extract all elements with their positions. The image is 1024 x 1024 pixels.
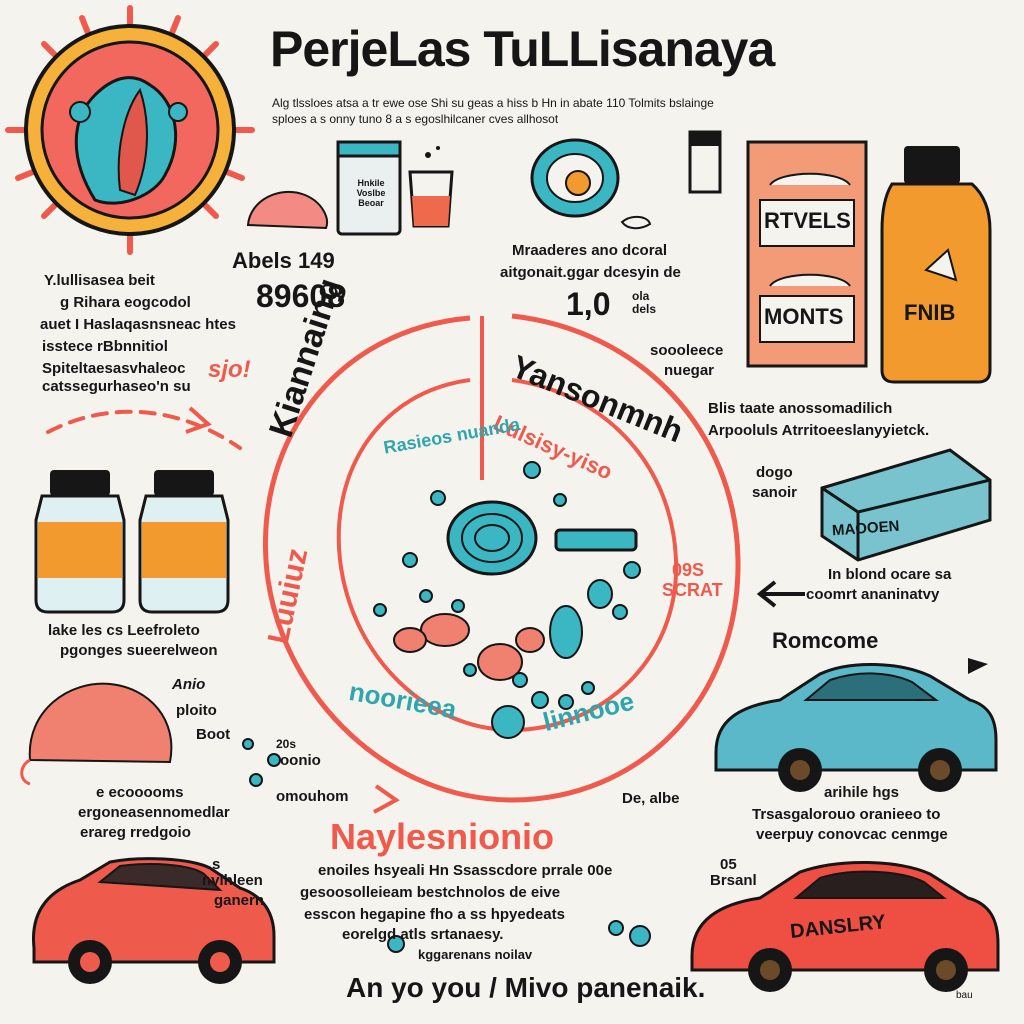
jar-right-icon — [138, 470, 230, 614]
mid-label-2: aitgonait.ggar dcesyin de — [500, 264, 681, 281]
aside-2: ploito — [176, 702, 217, 719]
jar-left-icon — [34, 470, 126, 614]
aside-3: Boot — [196, 726, 231, 743]
aside-1: Anio — [172, 676, 206, 693]
aside-5: oonio — [280, 752, 321, 769]
lower-paragraph-line-1: e ecooooms — [96, 784, 184, 801]
right-note-3: Blis taate anossomadilich — [708, 400, 893, 417]
footer-tagline: An yo you / Mivo panenaik. — [346, 972, 706, 1003]
lower-paragraph-line-2: ergoneasennomedlar — [78, 804, 230, 821]
corner-note: bau — [956, 990, 973, 1001]
right-note-brsan: Brsanl — [710, 872, 757, 889]
can-icon — [336, 140, 402, 236]
mid-label-1: Mraaderes ano dcoral — [512, 242, 668, 259]
left-paragraph-line-6: catssegurhaseo'n su — [42, 378, 191, 395]
code-number: 89608 — [256, 278, 345, 314]
right-note-2: nuegar — [664, 362, 715, 379]
pink-ball-icon — [28, 682, 173, 764]
right-lower-3: veerpuy conovcac cenmge — [756, 826, 948, 843]
right-paragraph-1: In blond ocare sa — [828, 566, 952, 583]
can-label: Hnkile Voslbe Beoar — [356, 178, 386, 208]
cup-icon — [408, 146, 454, 228]
footer-paragraph-line-2: gesoosolleieam bestchnolos de eive — [300, 884, 561, 901]
right-note-1: soooleece — [650, 342, 724, 359]
bar-icon — [554, 528, 638, 552]
bottle-label: FNIB — [904, 300, 956, 325]
ring-word-right-inner-2: SCRAT — [662, 580, 723, 600]
virus-icon — [5, 5, 255, 255]
left-paragraph-line-3: auet I Haslaqasnsneac htes — [40, 316, 236, 333]
ring-arrow-icon — [373, 784, 400, 814]
left-paragraph-line-4: isstece rBbnnitiol — [42, 338, 168, 355]
mid-small: ola dels — [632, 289, 657, 316]
red-car-right-icon — [690, 861, 1000, 992]
dogo-1: dogo — [756, 464, 793, 481]
teal-car-icon — [714, 662, 998, 792]
left-paragraph-line-2: g Rihara eogcodol — [60, 294, 191, 311]
car-note-3: ganern — [214, 892, 265, 909]
plate-icon — [530, 138, 652, 230]
tube-icon — [688, 130, 722, 194]
aside-6: omouhom — [276, 788, 349, 805]
aside-4: 20s — [276, 737, 297, 751]
footer-paragraph-line-1: enoiles hsyeali Hn Ssasscdore prrale 00e — [318, 862, 613, 879]
bottle-icon — [880, 146, 992, 384]
footer-paragraph-line-4: eorelgd atls srtanaesy. — [342, 926, 504, 943]
red-scribble: sjo! — [208, 356, 251, 383]
right-paragraph-2: coomrt ananinatvy — [806, 586, 940, 603]
jars-caption-line-1: lake les cs Leefroleto — [48, 622, 200, 639]
left-arrow-icon — [756, 580, 805, 608]
teal-dots-icon — [242, 461, 651, 953]
cereal-box-icon — [746, 140, 868, 368]
footer-small: kggarenans noilav — [418, 947, 533, 962]
spiral-icon — [446, 500, 538, 576]
crate-icon — [820, 448, 992, 562]
mid-number: 1,0 — [566, 286, 611, 322]
food-pieces-icon — [393, 579, 613, 681]
car-note-1: s — [212, 856, 221, 873]
header-subtitle-line-1: Alg tlssloes atsa a tr ewe ose Shi su ge… — [272, 96, 714, 110]
arrowhead-icon — [185, 406, 212, 434]
omcome-label: Romcome — [772, 628, 879, 653]
ball-tail-icon — [20, 758, 31, 786]
jars-caption-line-2: pgonges sueerelweon — [60, 642, 218, 659]
box-label-1: RTVELS — [764, 208, 851, 233]
footer-heading: Naylesnionio — [330, 816, 555, 857]
dogo-2: sanoir — [752, 484, 798, 501]
right-lower-1: arihile hgs — [824, 784, 900, 801]
de-note: De, albe — [622, 790, 680, 807]
header-subtitle-line-2: sploes a s onny tuno 8 a s egoslhilcaner… — [272, 112, 559, 126]
car-note-2: nvihleen — [202, 872, 263, 889]
lower-paragraph-line-3: erareg rredgoio — [80, 824, 191, 841]
ring-word-right-inner: 09S — [672, 560, 705, 580]
pink-blob-icon — [246, 190, 328, 230]
code-label: Abels 149 — [232, 248, 335, 273]
left-paragraph-line-1: Y.lullisasea beit — [44, 272, 155, 289]
box-label-2: MONTS — [764, 304, 844, 329]
page-title: PerjeLas TuLLisanaya — [270, 21, 775, 77]
right-lower-2: Trsasgalorouo oranieeo to — [752, 806, 941, 823]
right-note-4: Arpooluls Atrritoeeslanyyietck. — [708, 422, 930, 439]
red-car-left-icon — [32, 857, 276, 984]
right-note-05: 05 — [720, 856, 737, 873]
left-paragraph-line-5: Spiteltaesasvhaleoc — [42, 360, 186, 377]
footer-paragraph-line-3: esscon hegapine fho a ss hpyedeats — [304, 906, 565, 923]
right-arrow-icon — [968, 658, 988, 674]
dashed-arrow-icon — [46, 409, 242, 450]
